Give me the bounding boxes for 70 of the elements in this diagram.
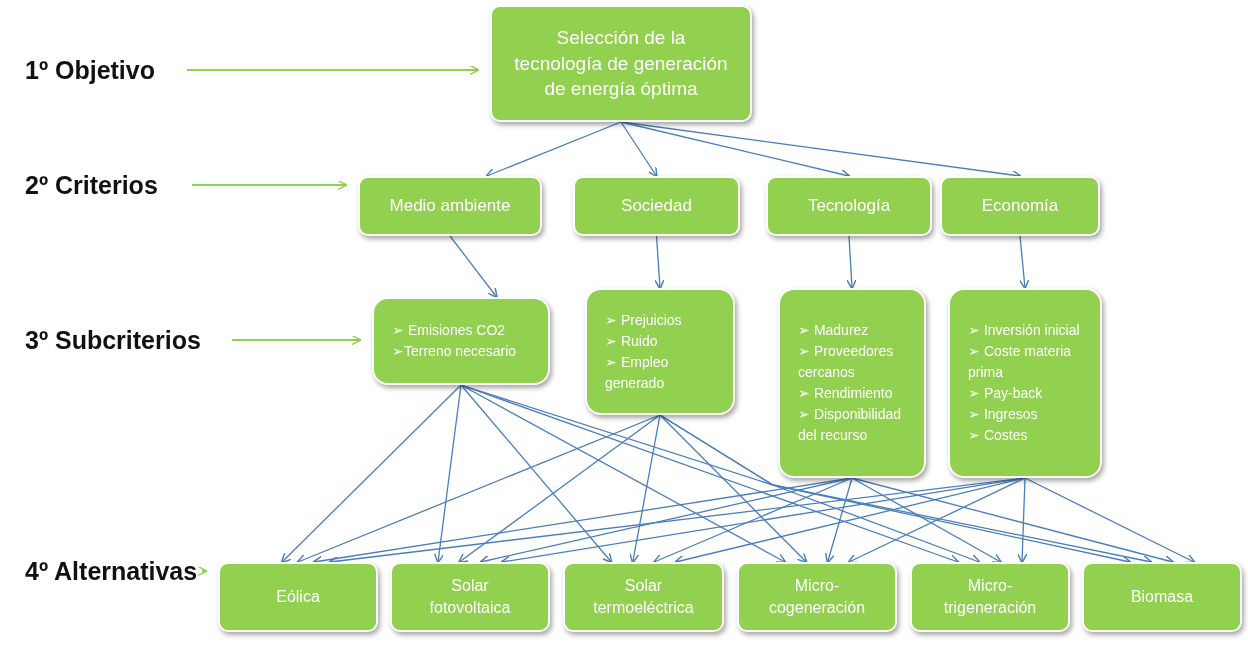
- box-text: Solar fotovoltaica: [428, 576, 512, 618]
- arrow: [449, 235, 498, 299]
- box-text: Selección de la tecnología de generación de energía óptima: [514, 26, 728, 102]
- box-text: Solar termoeléctrica: [593, 576, 694, 618]
- process-box: [910, 562, 1070, 632]
- arrow: [847, 477, 1026, 564]
- subcriteria-box: [372, 297, 550, 385]
- list-item: ➢ Ruido: [605, 331, 658, 351]
- arrow: [197, 565, 208, 577]
- list-item: ➢Terreno necesario: [392, 342, 517, 361]
- arrow: [824, 477, 853, 564]
- list-item: ➢ Pay-back: [968, 384, 1043, 403]
- list-item: ➢ Madurez: [798, 321, 869, 340]
- process-box: [358, 176, 542, 236]
- arrow: [485, 121, 622, 178]
- process-box: [737, 562, 897, 632]
- arrow: [851, 477, 1003, 564]
- list-item: ➢ Emisiones CO2: [392, 321, 506, 340]
- box-text: Eólica: [276, 587, 320, 608]
- level-label: 2º Criterios: [25, 167, 190, 203]
- arrow: [659, 414, 808, 564]
- arrow: [433, 384, 462, 564]
- arrow: [457, 414, 661, 564]
- box-text: Economía: [981, 194, 1059, 217]
- arrow: [231, 334, 362, 346]
- box-text: Micro-cogeneración: [768, 576, 866, 618]
- process-box: [573, 176, 740, 236]
- process-box: [490, 5, 752, 122]
- level-label: 3º Subcriterios: [25, 322, 230, 358]
- arrow: [460, 384, 787, 564]
- arrow: [1017, 477, 1028, 564]
- arrow: [629, 414, 661, 564]
- box-text: Tecnología: [807, 194, 891, 217]
- subcriteria-box: [778, 288, 926, 478]
- arrow: [846, 235, 857, 290]
- arrow: [296, 414, 661, 564]
- list-item: ➢ Costes: [968, 426, 1028, 445]
- arrow: [851, 477, 1175, 565]
- box-text: Micro-trigeneración: [942, 576, 1038, 618]
- box-text: Medio ambiente: [389, 194, 511, 217]
- arrow: [654, 235, 665, 290]
- box-text: Biomasa: [1130, 587, 1194, 608]
- arrow: [186, 64, 480, 76]
- process-box: [218, 562, 378, 632]
- arrow: [280, 384, 462, 564]
- list-item: ➢ Ingresos: [968, 405, 1038, 424]
- list-item: ➢ Inversión inicial: [968, 321, 1080, 340]
- list-item: ➢ Empleo generado: [605, 352, 670, 393]
- list-item: ➢ Coste materia prima: [968, 342, 1073, 382]
- arrow: [620, 121, 658, 178]
- list-item: ➢ Proveedores cercanos: [798, 342, 895, 382]
- process-box: [390, 562, 550, 632]
- arrow: [460, 384, 613, 564]
- list-item: ➢ Rendimiento: [798, 384, 893, 403]
- list-item: ➢ Prejuicios: [605, 310, 682, 330]
- subcriteria-box: [948, 288, 1102, 478]
- arrow: [1024, 477, 1196, 564]
- list-item: ➢ Disponibilidad del recurso: [798, 405, 903, 445]
- box-text: Sociedad: [621, 194, 692, 217]
- process-box: [563, 562, 724, 632]
- level-label: 4º Alternativas: [25, 553, 200, 589]
- arrow: [652, 477, 853, 564]
- process-box: [940, 176, 1100, 236]
- subcriteria-box: [585, 288, 735, 415]
- arrow: [191, 179, 348, 191]
- arrow: [460, 384, 960, 565]
- process-box: [766, 176, 932, 236]
- arrow: [1019, 235, 1030, 290]
- process-box: [1082, 562, 1242, 632]
- level-label: 1º Objetivo: [25, 52, 185, 88]
